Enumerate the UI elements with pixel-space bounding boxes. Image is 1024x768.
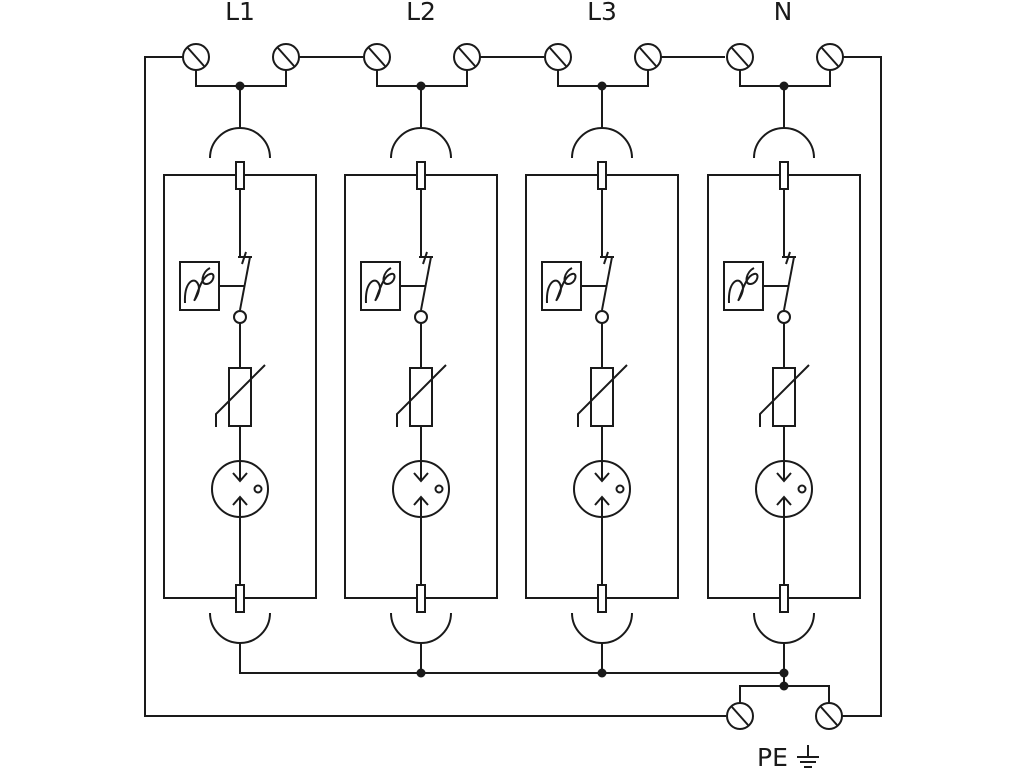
varistor-slash	[577, 364, 628, 427]
pe-label: PE	[757, 743, 788, 768]
gdt-arrow-bottom	[232, 495, 248, 506]
terminal-screw-slash	[458, 47, 476, 67]
switch-contact-tick	[422, 251, 428, 265]
protection-module	[344, 43, 498, 674]
pe-terminal-right	[815, 702, 843, 730]
socket-arc-top	[390, 127, 452, 159]
switch-blade	[420, 256, 432, 311]
protection-module	[525, 43, 679, 674]
gdt-arrow-top	[413, 472, 429, 483]
terminal-label-n: N	[774, 0, 793, 26]
junction-dot	[416, 668, 426, 678]
socket-arc-bottom	[753, 612, 815, 644]
thermal-squiggle-icon	[727, 267, 759, 304]
contact-pin-top	[597, 161, 607, 190]
thermal-squiggle-icon	[183, 267, 215, 304]
junction-dot	[597, 668, 607, 678]
terminal-screw-slash	[368, 47, 386, 67]
terminal-label-l3: L3	[587, 0, 617, 26]
terminal-screw-slash	[821, 47, 839, 67]
gdt-arrow-bottom	[776, 495, 792, 506]
gdt-gas-dot	[615, 484, 625, 494]
switch-pivot	[595, 310, 609, 324]
contact-pin-bottom	[597, 584, 607, 613]
socket-arc-bottom	[209, 612, 271, 644]
switch-pivot	[414, 310, 428, 324]
switch-blade	[239, 256, 251, 311]
terminal-screw-slash	[639, 47, 657, 67]
gdt-arrow-top	[232, 472, 248, 483]
socket-arc-top	[571, 127, 633, 159]
ground-icon	[797, 745, 819, 768]
contact-pin-top	[416, 161, 426, 190]
socket-arc-bottom	[571, 612, 633, 644]
protection-module	[163, 43, 317, 674]
gdt-gas-dot	[253, 484, 263, 494]
contact-pin-bottom	[416, 584, 426, 613]
gdt-arrow-bottom	[413, 495, 429, 506]
gdt-gas-dot	[797, 484, 807, 494]
switch-contact-tick	[785, 251, 791, 265]
protection-module	[707, 43, 861, 674]
gdt-arrow-top	[594, 472, 610, 483]
varistor-slash	[215, 364, 266, 427]
switch-contact-tick	[603, 251, 609, 265]
thermal-squiggle-icon	[364, 267, 396, 304]
terminal-screw-slash	[277, 47, 295, 67]
gdt-arrow-top	[776, 472, 792, 483]
switch-blade	[783, 256, 795, 311]
socket-arc-bottom	[390, 612, 452, 644]
contact-pin-bottom	[779, 584, 789, 613]
terminal-label-l2: L2	[406, 0, 436, 26]
gdt-gas-dot	[434, 484, 444, 494]
terminal-screw-slash	[731, 47, 749, 67]
thermal-squiggle-icon	[545, 267, 577, 304]
varistor-slash	[759, 364, 810, 427]
varistor-slash	[396, 364, 447, 427]
switch-pivot	[233, 310, 247, 324]
socket-arc-top	[209, 127, 271, 159]
terminal-screw-slash	[187, 47, 205, 67]
pe-terminal-left	[726, 702, 754, 730]
switch-pivot	[777, 310, 791, 324]
socket-arc-top	[753, 127, 815, 159]
switch-contact-tick	[241, 251, 247, 265]
gdt-arrow-bottom	[594, 495, 610, 506]
outer-frame-wire	[144, 56, 882, 717]
pe-bridge-wire	[739, 685, 830, 717]
contact-pin-top	[779, 161, 789, 190]
contact-pin-top	[235, 161, 245, 190]
contact-pin-bottom	[235, 584, 245, 613]
terminal-screw-slash	[549, 47, 567, 67]
switch-blade	[601, 256, 613, 311]
terminal-label-l1: L1	[225, 0, 255, 26]
modules-group	[163, 43, 861, 674]
